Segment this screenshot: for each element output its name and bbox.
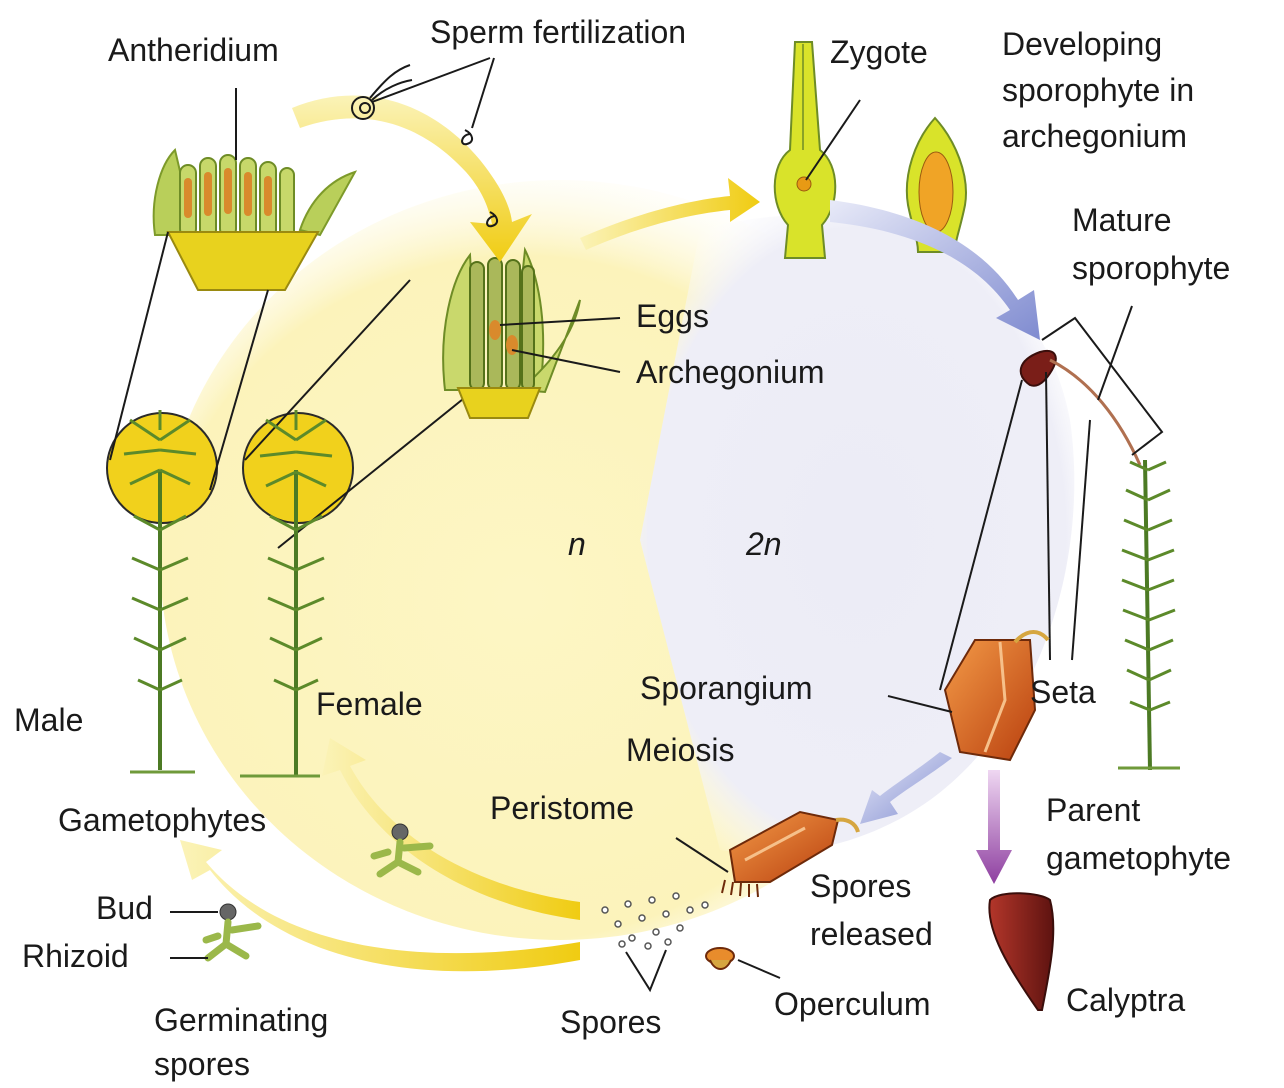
- label-rhizoid: Rhizoid: [22, 936, 129, 976]
- label-eggs: Eggs: [636, 296, 709, 336]
- label-diploid-2n: 2n: [746, 524, 782, 564]
- label-sporangium: Sporangium: [640, 668, 813, 708]
- label-archegonium: Archegonium: [636, 352, 825, 392]
- calyptra-illustration: [989, 893, 1053, 1010]
- calyptra-arrow: [976, 770, 1012, 884]
- label-spores-released-line2: released: [810, 914, 933, 954]
- label-spores-released-line1: Spores: [810, 866, 911, 906]
- label-operculum: Operculum: [774, 984, 931, 1024]
- label-mature-line2: sporophyte: [1072, 248, 1230, 288]
- label-antheridium: Antheridium: [108, 30, 279, 70]
- label-germinating-line2: spores: [154, 1044, 250, 1084]
- label-calyptra: Calyptra: [1066, 980, 1185, 1020]
- label-mature-line1: Mature: [1072, 200, 1172, 240]
- label-germinating-line1: Germinating: [154, 1000, 328, 1040]
- label-developing-line2: sporophyte in: [1002, 70, 1194, 110]
- label-sperm-fertilization: Sperm fertilization: [430, 12, 686, 52]
- label-spores: Spores: [560, 1002, 661, 1042]
- label-developing-line3: archegonium: [1002, 116, 1187, 156]
- label-female: Female: [316, 684, 423, 724]
- label-bud: Bud: [96, 888, 153, 928]
- label-peristome: Peristome: [490, 788, 634, 828]
- label-seta: Seta: [1030, 672, 1096, 712]
- label-parent-line2: gametophyte: [1046, 838, 1231, 878]
- operculum-pointer: [738, 960, 780, 978]
- label-male: Male: [14, 700, 83, 740]
- spores-pointer: [626, 950, 666, 990]
- label-parent-line1: Parent: [1046, 790, 1140, 830]
- label-haploid-n: n: [568, 524, 586, 564]
- label-developing-line1: Developing: [1002, 24, 1162, 64]
- label-zygote: Zygote: [830, 32, 928, 72]
- seta-pointer: [1072, 420, 1090, 660]
- label-gametophytes: Gametophytes: [58, 800, 266, 840]
- label-meiosis: Meiosis: [626, 730, 734, 770]
- operculum-illustration: [706, 948, 734, 969]
